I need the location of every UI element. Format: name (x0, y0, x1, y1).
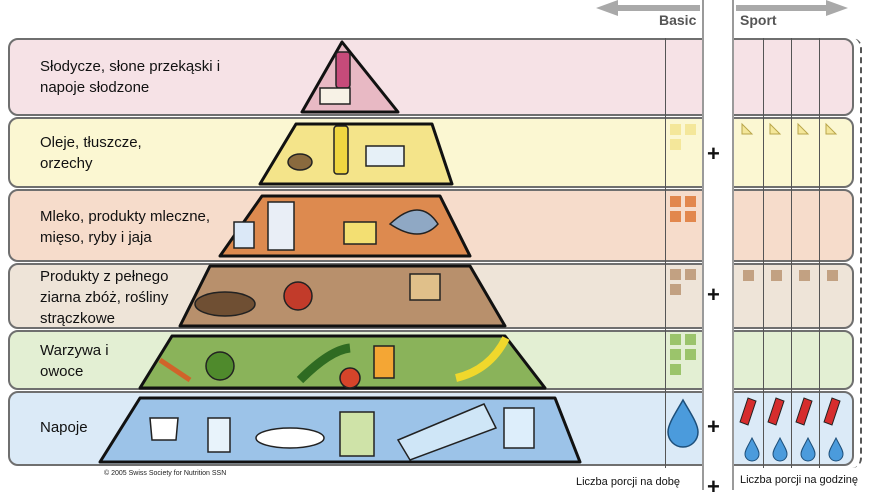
sport-bottle-icon (739, 397, 757, 426)
pyramid-tier-oils (258, 122, 454, 186)
triangle-serving-icon (741, 122, 754, 135)
serving-square (670, 284, 681, 295)
serving-square (670, 211, 681, 222)
triangle-serving-icon (769, 122, 782, 135)
row-label: Słodycze, słone przekąski i napoje słodz… (40, 58, 221, 96)
sport-footnote: Liczba porcji na godzinę (740, 474, 859, 486)
serving-square (670, 124, 681, 135)
serving-square (670, 269, 681, 280)
sport-bottle-icon (767, 397, 785, 426)
serving-square (670, 349, 681, 360)
plus-icon: + (707, 414, 720, 439)
serving-square (685, 334, 696, 345)
grain-serving-icon (799, 270, 810, 281)
divider-basic-left (665, 38, 666, 468)
divider-sport-3 (819, 38, 820, 468)
row-label: Mleko, produkty mleczne, mięso, ryby i j… (40, 208, 211, 246)
basic-footnote: Liczba porcji na dobę (576, 476, 680, 488)
plus-icon: + (707, 282, 720, 307)
row-label: Napoje (40, 419, 88, 436)
sport-water-drop-icon (800, 436, 816, 462)
right-arrow-icon (736, 0, 848, 16)
triangle-serving-icon (825, 122, 838, 135)
serving-square (685, 349, 696, 360)
arrows-graphic (596, 0, 848, 16)
sport-edge-dashed (846, 38, 862, 468)
divider-sport-1 (763, 38, 764, 468)
sport-water-drop-icon (828, 436, 844, 462)
sport-header: Sport (740, 12, 777, 28)
sport-water-drop-icon (744, 436, 760, 462)
serving-square (670, 364, 681, 375)
grain-serving-icon (743, 270, 754, 281)
sport-water-drop-icon (772, 436, 788, 462)
pyramid-tier-vegetables (138, 334, 547, 390)
divider-sport-2 (791, 38, 792, 468)
sport-bottle-icon (795, 397, 813, 426)
serving-square (670, 334, 681, 345)
serving-square (685, 269, 696, 280)
serving-square (685, 124, 696, 135)
central-column (702, 0, 734, 490)
sport-bottle-icon (823, 397, 841, 426)
row-label: Produkty z pełnego ziarna zbóż, rośliny … (40, 268, 169, 327)
serving-square (685, 196, 696, 207)
triangle-serving-icon (797, 122, 810, 135)
grain-serving-icon (827, 270, 838, 281)
serving-square (670, 196, 681, 207)
basic-header: Basic (659, 12, 697, 28)
plus-icon: + (707, 141, 720, 166)
copyright-text: © 2005 Swiss Society for Nutrition SSN (104, 470, 227, 477)
serving-square (670, 139, 681, 150)
row-label: Warzywa i owoce (40, 342, 109, 380)
grain-serving-icon (771, 270, 782, 281)
serving-square (685, 211, 696, 222)
row-label: Oleje, tłuszcze, orzechy (40, 134, 142, 172)
left-arrow-icon (596, 0, 700, 16)
